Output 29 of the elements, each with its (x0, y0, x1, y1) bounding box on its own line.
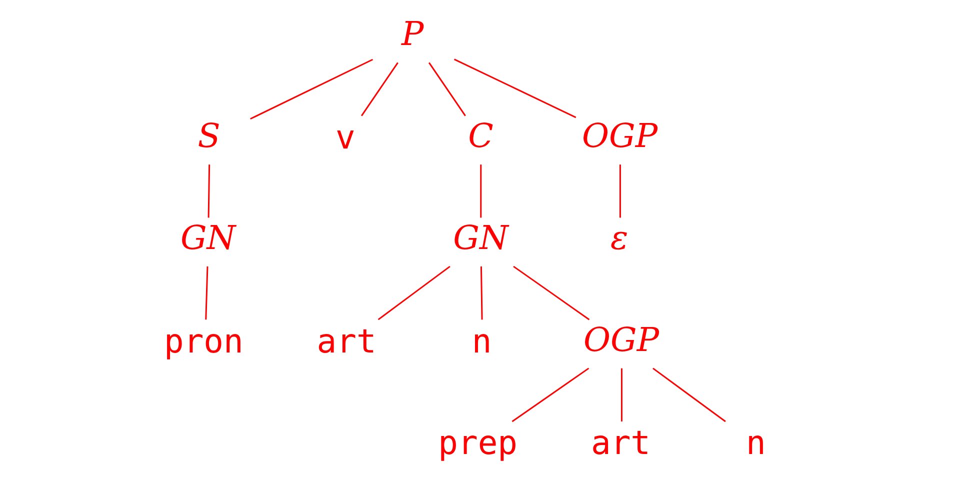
node-text: v (335, 118, 355, 157)
connector (250, 58, 373, 120)
node-text: OGP (582, 116, 658, 156)
connector (480, 164, 482, 218)
node-text: pron (163, 321, 243, 360)
connector (204, 266, 208, 320)
node-text: ε (610, 218, 628, 257)
connector (480, 266, 482, 320)
node-text: C (468, 116, 493, 156)
node-text: n (471, 321, 492, 360)
connector (512, 266, 590, 320)
node-text: P (400, 14, 424, 54)
node-text: art (590, 423, 650, 462)
node-text: art (316, 321, 376, 360)
node-text: OGP (583, 320, 659, 359)
connector (511, 368, 589, 422)
connector (207, 164, 210, 218)
connector (620, 368, 622, 422)
connector (428, 62, 466, 116)
connector (453, 58, 576, 118)
node-text: GN (452, 218, 508, 257)
node-text: n (746, 423, 766, 462)
node-text: prep (438, 423, 518, 462)
connector (360, 62, 398, 116)
connector (652, 368, 726, 422)
connector (618, 164, 620, 218)
node-text: GN (180, 218, 236, 257)
node-text: S (197, 116, 220, 156)
connector (377, 266, 450, 320)
